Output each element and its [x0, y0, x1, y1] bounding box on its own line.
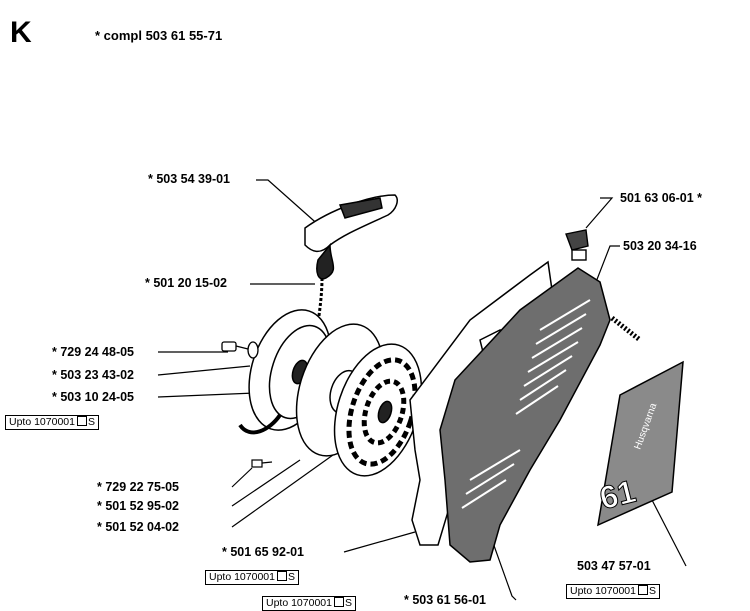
part-label-503-61-56-01: * 503 61 56-01 [404, 593, 487, 607]
upto-note-text: Upto 1070001 [570, 585, 636, 597]
complete-assembly-note: * compl 503 61 55-71 [95, 28, 223, 43]
leader-p12 [651, 499, 687, 567]
leader-p8 [231, 449, 341, 528]
part-label-501-52-95-02: * 501 52 95-02 [97, 499, 180, 513]
leader-p10 [585, 197, 614, 229]
leader-p11 [595, 245, 620, 283]
starter-handle-drawing [304, 194, 398, 280]
part-label-729-24-48-05: * 729 24 48-05 [52, 345, 135, 359]
part-label-501-52-04-02: * 501 52 04-02 [97, 520, 180, 534]
upto-note-box: Upto 1070001 S [262, 596, 356, 611]
leader-p9 [343, 531, 416, 553]
upto-note-suffix: S [87, 416, 95, 428]
square-symbol-icon [637, 585, 648, 595]
part-label-503-10-24-05: * 503 10 24-05 [52, 390, 135, 404]
part-label-501-20-15-02: * 501 20 15-02 [145, 276, 228, 290]
part-label-503-20-34-16: 503 20 34-16 [623, 239, 697, 253]
upto-note-suffix: S [648, 585, 656, 597]
part-label-501-65-92-01: * 501 65 92-01 [222, 545, 305, 559]
upto-note-box: Upto 1070001 S [566, 584, 660, 599]
section-letter: K [10, 16, 32, 49]
leader-p13 [491, 539, 517, 601]
square-symbol-icon [333, 597, 344, 607]
square-symbol-icon [76, 416, 87, 426]
part-label-503-54-39-01: * 503 54 39-01 [148, 172, 231, 186]
decal-drawing [597, 360, 684, 527]
upto-note-text: Upto 1070001 [9, 416, 75, 428]
part-label-501-63-06-01: 501 63 06-01 * [620, 191, 703, 205]
part-label-729-22-75-05: * 729 22 75-05 [97, 480, 180, 494]
upto-note-box: Upto 1070001 S [5, 415, 99, 430]
leader-p4 [157, 365, 251, 376]
upto-note-suffix: S [287, 571, 295, 583]
starter-cover-drawing [439, 267, 611, 563]
upto-note-box: Upto 1070001 S [205, 570, 299, 585]
upto-note-suffix: S [344, 597, 352, 609]
upto-note-text: Upto 1070001 [209, 571, 275, 583]
part-label-503-23-43-02: * 503 23 43-02 [52, 368, 135, 382]
leader-p7 [231, 459, 301, 507]
part-label-503-47-57-01: 503 47 57-01 [577, 559, 651, 573]
leader-p6 [231, 467, 253, 488]
rewind-spring-drawing [333, 343, 423, 477]
square-symbol-icon [276, 571, 287, 581]
upto-note-text: Upto 1070001 [266, 597, 332, 609]
leader-p1 [256, 179, 323, 229]
